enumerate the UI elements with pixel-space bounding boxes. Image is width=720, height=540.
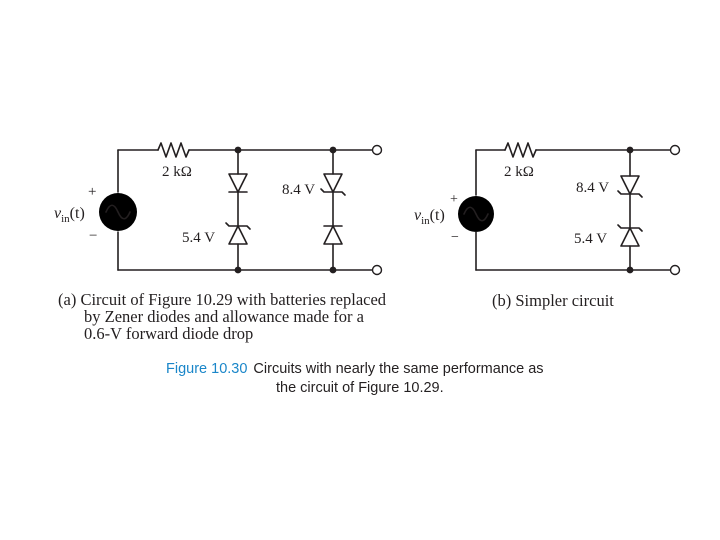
caption-b: (b) Simpler circuit [492, 291, 614, 310]
circuit-a-source-label: vin(t) [54, 205, 85, 225]
circuit-a-branch-2: 8.4 V [282, 146, 346, 274]
circuit-a: 2 kΩ + − vin(t) 5.4 V [54, 142, 383, 276]
circuit-a-reverse-diode [323, 225, 343, 245]
circuit-b-node-bottom [626, 266, 634, 274]
figure-caption-line-1: Circuits with nearly the same performanc… [253, 361, 544, 377]
circuit-b-resistor-label: 2 kΩ [504, 164, 534, 180]
circuit-a-node-top-2 [329, 146, 337, 154]
circuit-a-plus-sign: + [88, 184, 96, 200]
circuit-b-zener-diode-bottom [620, 227, 640, 247]
figure-label: Figure 10.30 [166, 361, 248, 377]
caption-a-line-3: 0.6-V forward diode drop [84, 324, 254, 343]
figure-caption-line-2: the circuit of Figure 10.29. [276, 380, 444, 396]
circuit-a-resistor [157, 142, 190, 158]
circuit-a-sine-icon [105, 204, 131, 220]
circuit-b-sine-icon [463, 206, 489, 222]
circuit-a-zener-diode-bottom [228, 225, 248, 245]
circuit-a-node-bottom-1 [234, 266, 242, 274]
circuit-b-minus-sign: − [451, 230, 459, 245]
circuit-b-node-top [626, 146, 634, 154]
caption-a: (a) Circuit of Figure 10.29 with batteri… [58, 291, 418, 342]
circuit-a-zener-top-label: 8.4 V [282, 182, 315, 198]
circuit-a-zener-diode-top [323, 173, 343, 193]
circuit-b-terminal-bottom [669, 264, 681, 276]
circuit-a-forward-diode [228, 173, 248, 193]
circuit-b-branch: 8.4 V 5.4 V [574, 146, 643, 274]
circuit-a-minus-sign: − [89, 228, 97, 244]
circuit-a-zener-bottom-label: 5.4 V [182, 230, 215, 246]
circuit-a-resistor-label: 2 kΩ [162, 164, 192, 180]
circuit-b-zener-bottom-label: 5.4 V [574, 231, 607, 247]
circuit-a-node-top-1 [234, 146, 242, 154]
circuit-b-zener-diode-top [620, 175, 640, 195]
circuit-b-source-label: vin(t) [414, 207, 445, 227]
circuit-a-terminal-bottom [371, 264, 383, 276]
caption-a-line-1: (a) Circuit of Figure 10.29 with batteri… [58, 290, 387, 309]
circuit-b-terminal-top [669, 144, 681, 156]
circuit-b-plus-sign: + [450, 192, 458, 207]
circuit-b: 2 kΩ + − vin(t) 8.4 V 5.4 V [414, 142, 681, 276]
circuit-a-terminal-top [371, 144, 383, 156]
circuit-b-resistor [504, 142, 537, 158]
caption-a-line-2: by Zener diodes and allowance made for a [84, 307, 364, 326]
figure-caption: Figure 10.30 Circuits with nearly the sam… [166, 360, 544, 398]
circuit-b-zener-top-label: 8.4 V [576, 180, 609, 196]
circuit-a-branch-1: 5.4 V [182, 146, 251, 274]
circuit-a-node-bottom-2 [329, 266, 337, 274]
